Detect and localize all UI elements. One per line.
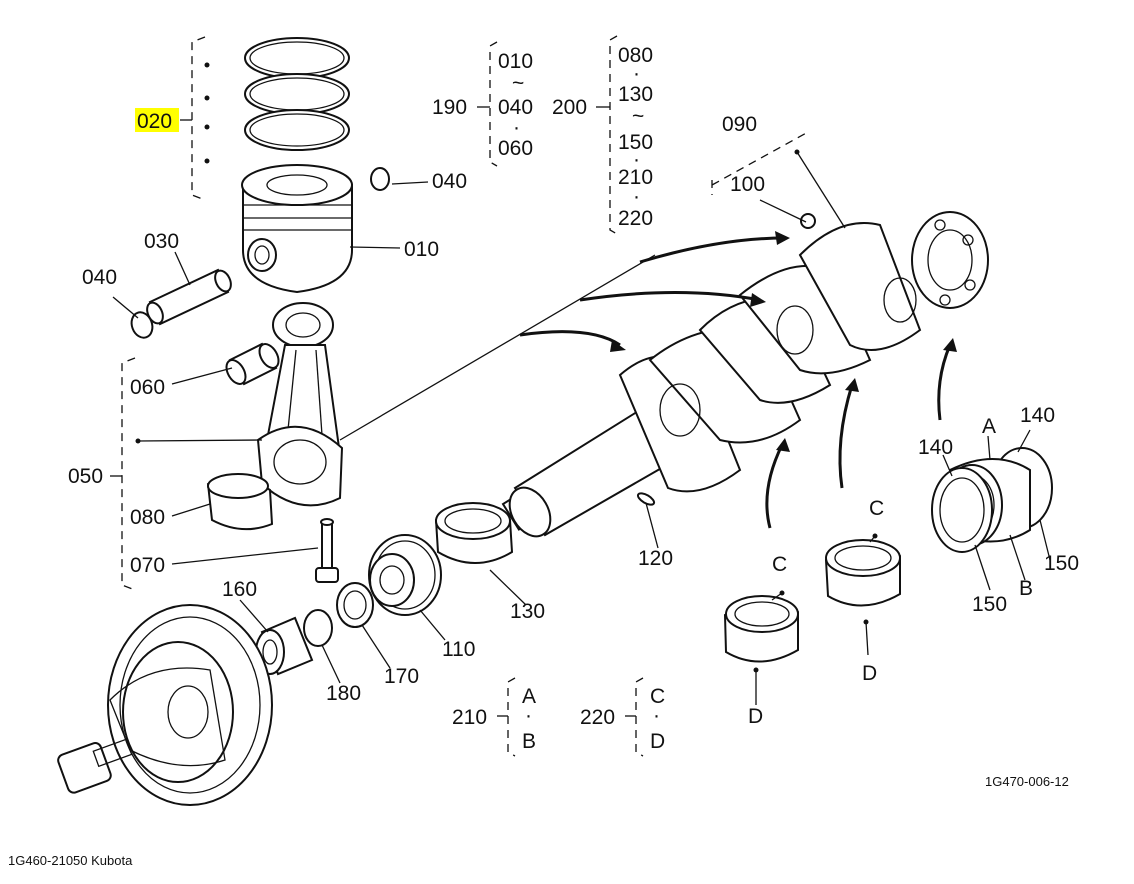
g200-e: 220 xyxy=(618,207,653,230)
piston xyxy=(241,164,353,294)
g190-bottom: 060 xyxy=(498,137,533,160)
circlip-left xyxy=(130,311,154,339)
collar-170-inner xyxy=(343,590,367,620)
g190-mid: 040 xyxy=(498,96,533,119)
label-030: 030 xyxy=(144,230,179,253)
label-150-left: 150 xyxy=(972,593,1007,616)
crankshaft-gear xyxy=(368,534,442,616)
letter-b: B xyxy=(1019,577,1033,600)
g190-tilde: ~ xyxy=(512,72,524,95)
o-ring-180 xyxy=(303,609,333,647)
main-bearing-ab xyxy=(931,447,1053,553)
label-130: 130 xyxy=(510,600,545,623)
g200-d: 210 xyxy=(618,166,653,189)
highlight-020 xyxy=(135,108,179,132)
piston-pin xyxy=(146,268,232,326)
label-120: 120 xyxy=(638,547,673,570)
small-end-bushing xyxy=(225,342,280,386)
label-020: 020 xyxy=(137,110,172,133)
label-070: 070 xyxy=(130,554,165,577)
group-200-list: 080 · 130 ~ 150 · 210 · 220 xyxy=(618,44,653,230)
g200-dot1: · xyxy=(633,62,640,85)
circlip-right xyxy=(370,167,390,191)
g220-a: C xyxy=(650,685,665,708)
label-140-left: 140 xyxy=(918,436,953,459)
diagram-code: 1G470-006-12 xyxy=(985,774,1069,789)
letter-c-left: C xyxy=(772,553,787,576)
collar-170 xyxy=(336,582,374,628)
g190-dot: · xyxy=(513,116,520,139)
crankshaft-collar xyxy=(255,616,314,676)
leader-lines xyxy=(110,106,1051,717)
g210-b: B xyxy=(522,730,536,753)
letter-d-right: D xyxy=(862,662,877,685)
g190-top: 010 xyxy=(498,50,533,73)
group-220-list: C · D xyxy=(650,685,665,753)
label-080: 080 xyxy=(130,506,165,529)
bracket-220 xyxy=(635,677,644,757)
label-170: 170 xyxy=(384,665,419,688)
group-190-list: 010 ~ 040 · 060 xyxy=(498,50,533,160)
bracket-200 xyxy=(609,35,618,235)
rod-bolt xyxy=(315,518,339,583)
label-050: 050 xyxy=(68,465,103,488)
g220-dot: · xyxy=(653,704,660,727)
crankshaft-pulley xyxy=(57,604,273,806)
label-110: 110 xyxy=(442,638,475,661)
label-040-left: 040 xyxy=(82,266,117,289)
bracket-210 xyxy=(507,677,516,757)
main-bearing-cd-right xyxy=(824,539,901,607)
g200-c: 150 xyxy=(618,131,653,154)
main-bearing-130 xyxy=(434,502,514,564)
g210-a: A xyxy=(522,685,536,708)
plug-100 xyxy=(800,213,816,229)
g200-dot3: · xyxy=(633,185,640,208)
label-010: 010 xyxy=(404,238,439,261)
g200-b: 130 xyxy=(618,83,653,106)
label-200: 200 xyxy=(552,96,587,119)
bracket-020 xyxy=(191,36,206,201)
label-180: 180 xyxy=(326,682,361,705)
bracket-050 xyxy=(121,357,136,591)
letter-a: A xyxy=(982,415,996,438)
label-090: 090 xyxy=(722,113,757,136)
label-160: 160 xyxy=(222,578,257,601)
letter-d-left: D xyxy=(748,705,763,728)
g220-b: D xyxy=(650,730,665,753)
image-caption: 1G460-21050 Kubota xyxy=(8,853,133,868)
assembly-arrows xyxy=(519,231,957,529)
g200-a: 080 xyxy=(618,44,653,67)
label-150-right: 150 xyxy=(1044,552,1079,575)
label-140-right: 140 xyxy=(1020,404,1055,427)
bracket-090 xyxy=(711,131,809,195)
label-040-right: 040 xyxy=(432,170,467,193)
g210-dot: · xyxy=(525,704,532,727)
letter-c-right: C xyxy=(869,497,884,520)
label-100: 100 xyxy=(730,173,765,196)
piston-rings xyxy=(244,37,350,151)
main-bearing-cd-left xyxy=(723,595,799,663)
bracket-190 xyxy=(489,41,498,167)
label-210: 210 xyxy=(452,706,487,729)
label-190: 190 xyxy=(432,96,467,119)
label-060: 060 xyxy=(130,376,165,399)
g200-dot2: · xyxy=(633,148,640,171)
group-210-list: A · B xyxy=(522,685,536,753)
label-220: 220 xyxy=(580,706,615,729)
crankpin-bearing xyxy=(206,473,274,531)
crankshaft xyxy=(501,211,989,538)
part-labels: 020 040 010 030 040 060 050 080 070 160 … xyxy=(68,96,1079,729)
g200-tilde: ~ xyxy=(632,105,644,128)
connecting-rod xyxy=(256,302,344,507)
feather-key xyxy=(636,492,656,506)
